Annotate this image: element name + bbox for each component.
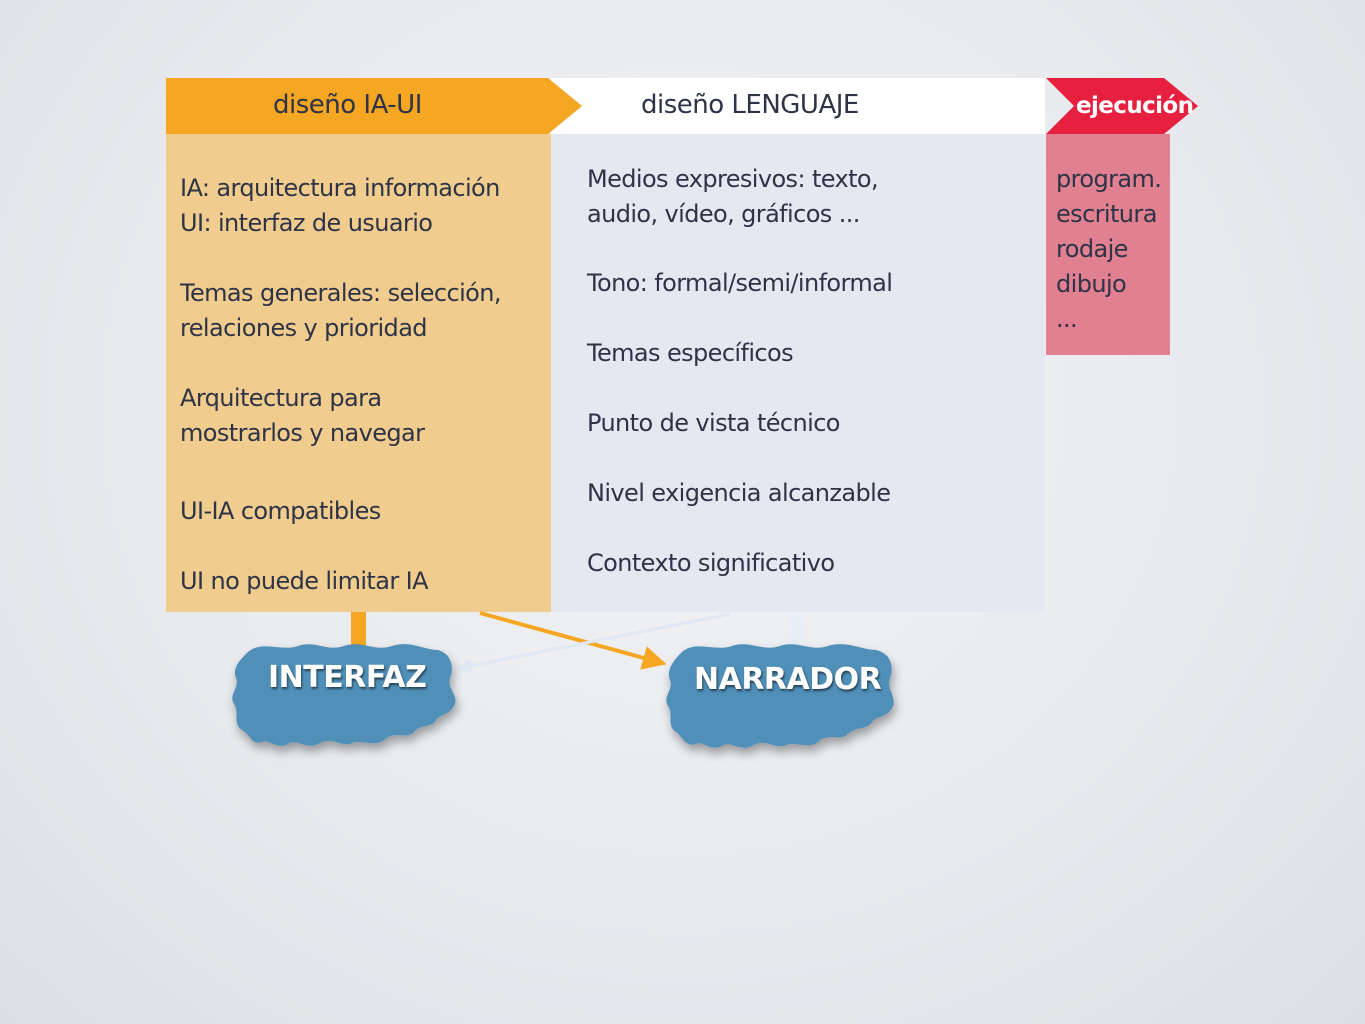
col2-item: Tono: formal/semi/informal — [587, 269, 893, 297]
col2-item: Nivel exigencia alcanzable — [587, 479, 891, 507]
arrow-ia-to-narrador — [479, 611, 667, 670]
col2-panel — [551, 134, 1045, 612]
cloud-narrador-label: NARRADOR — [694, 662, 882, 697]
col1-item: Temas generales: selección, relaciones y… — [180, 279, 501, 342]
cloud-narrador-shape — [666, 644, 894, 748]
col3-panel — [1046, 134, 1170, 355]
col2-header: diseño LENGUAJE — [641, 90, 859, 120]
cloud-interfaz-shape — [232, 644, 456, 746]
col3-items: program. escritura rodaje dibujo ... — [1056, 165, 1162, 333]
col2-header-band — [551, 78, 1045, 134]
col2-item: Punto de vista técnico — [587, 409, 840, 437]
arrow-lenguaje-to-interfaz — [457, 612, 731, 674]
col3-header-chevron — [1046, 78, 1198, 134]
cloud-interfaz-label: INTERFAZ — [268, 660, 427, 695]
col1-item: Arquitectura para mostrarlos y navegar — [180, 384, 425, 447]
col1-item: UI-IA compatibles — [180, 497, 381, 525]
col1-panel — [166, 134, 551, 612]
connector-light-vertical — [789, 612, 803, 652]
col1-header-chevron — [166, 78, 582, 134]
col3-header: ejecución — [1076, 93, 1194, 119]
connector-orange-vertical — [351, 612, 366, 654]
col2-item: Temas específicos — [587, 339, 794, 367]
col1-header: diseño IA-UI — [273, 90, 422, 120]
col2-item: Medios expresivos: texto, audio, vídeo, … — [587, 165, 879, 228]
col2-item: Contexto significativo — [587, 549, 835, 577]
col1-item: IA: arquitectura información UI: interfa… — [180, 174, 500, 237]
col1-item: UI no puede limitar IA — [180, 567, 429, 595]
